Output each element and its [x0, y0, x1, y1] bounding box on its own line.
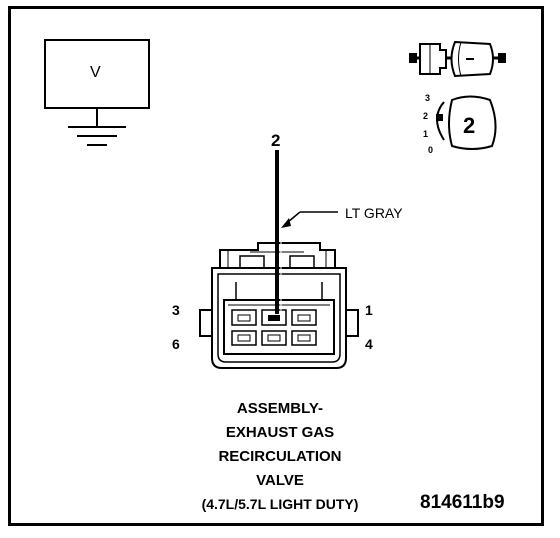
caption-line-1: ASSEMBLY- — [236, 400, 324, 417]
diagram-frame — [8, 6, 544, 526]
circuit-wire — [275, 150, 282, 314]
caption-line-4: VALVE — [256, 472, 304, 489]
view-scale-2: 2 — [423, 111, 429, 121]
cavity-row-bottom — [231, 330, 317, 346]
view-scale-1: 1 — [423, 129, 429, 139]
caption-line-3: RECIRCULATION — [218, 448, 342, 465]
pin-label-6: 6 — [172, 336, 180, 352]
voltmeter-label: V — [90, 64, 101, 81]
connector-side-icon — [409, 40, 506, 78]
figure-id: 814611b9 — [420, 492, 505, 513]
pin-label-3: 3 — [172, 302, 180, 318]
view-indicator-icon — [436, 95, 497, 150]
pin-label-4: 4 — [365, 336, 373, 352]
cavity-row-top — [231, 309, 317, 326]
view-scale-0: 0 — [428, 145, 434, 155]
caption-line-2: EXHAUST GAS — [225, 424, 335, 441]
pin-label-1: 1 — [365, 302, 373, 318]
voltmeter-symbol — [44, 39, 150, 146]
view-number: 2 — [463, 113, 476, 138]
cavity-number-label: 2 — [271, 131, 281, 150]
view-scale-3: 3 — [425, 93, 431, 103]
caption-line-5: (4.7L/5.7L LIGHT DUTY) — [201, 496, 359, 512]
wire-color-leader — [281, 211, 338, 228]
wire-color-label: LT GRAY — [345, 205, 403, 221]
